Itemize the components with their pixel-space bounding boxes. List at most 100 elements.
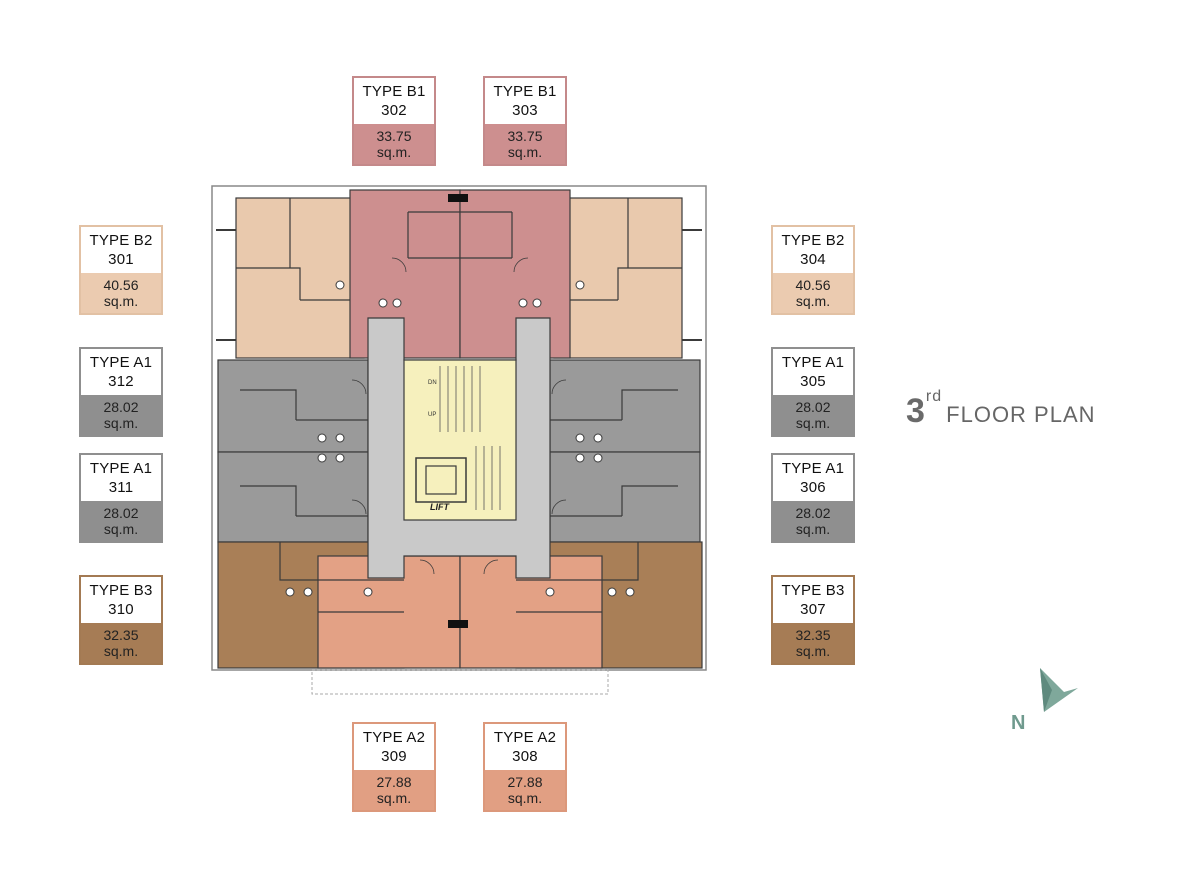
- unit-type: TYPE B3: [89, 582, 153, 599]
- unit-tag-header: TYPE B3 310: [81, 577, 161, 623]
- balcony-outline: [311, 669, 609, 695]
- unit-tag-header: TYPE B2 304: [773, 227, 853, 273]
- unit-303-area: [459, 189, 571, 359]
- unit-type: TYPE B1: [362, 83, 426, 100]
- unit-area: 32.35: [103, 627, 139, 643]
- door-swings: [351, 257, 567, 575]
- unit-area-unit: sq.m.: [795, 643, 831, 659]
- unit-area: 32.35: [795, 627, 831, 643]
- unit-tag-303[interactable]: TYPE B1 303 33.75 sq.m.: [483, 76, 567, 166]
- unit-tag-308[interactable]: TYPE A2 308 27.88 sq.m.: [483, 722, 567, 812]
- unit-tag-header: TYPE A1 311: [81, 455, 161, 501]
- unit-tag-305[interactable]: TYPE A1 305 28.02 sq.m.: [771, 347, 855, 437]
- unit-number: 305: [800, 373, 826, 390]
- unit-area-box: 27.88 sq.m.: [354, 770, 434, 810]
- unit-area-box: 27.88 sq.m.: [485, 770, 565, 810]
- columns: [448, 194, 468, 628]
- floor-plan-title: 3rdFLOOR PLAN: [906, 388, 1096, 431]
- unit-area-box: 32.35 sq.m.: [773, 623, 853, 663]
- unit-area-box: 28.02 sq.m.: [773, 395, 853, 435]
- unit-tag-309[interactable]: TYPE A2 309 27.88 sq.m.: [352, 722, 436, 812]
- unit-number: 307: [800, 601, 826, 618]
- unit-type: TYPE A1: [781, 460, 845, 477]
- unit-tag-306[interactable]: TYPE A1 306 28.02 sq.m.: [771, 453, 855, 543]
- stair-treads: [439, 366, 501, 510]
- unit-tag-312[interactable]: TYPE A1 312 28.02 sq.m.: [79, 347, 163, 437]
- unit-area-unit: sq.m.: [507, 144, 543, 160]
- unit-type: TYPE A2: [493, 729, 557, 746]
- unit-area-unit: sq.m.: [103, 293, 139, 309]
- lift-car: [425, 465, 457, 495]
- unit-number: 302: [381, 102, 407, 119]
- lift-shaft: [415, 457, 467, 503]
- unit-area: 28.02: [795, 399, 831, 415]
- unit-type: TYPE A1: [781, 354, 845, 371]
- unit-area: 27.88: [376, 774, 412, 790]
- unit-area: 28.02: [103, 505, 139, 521]
- unit-312-area: [217, 359, 369, 453]
- floor-number: 3: [906, 392, 926, 430]
- bathroom-fixtures: [285, 280, 635, 597]
- unit-area-unit: sq.m.: [507, 790, 543, 806]
- unit-number: 309: [381, 748, 407, 765]
- unit-type: TYPE B2: [781, 232, 845, 249]
- floor-plan-title-text: FLOOR PLAN: [946, 402, 1096, 427]
- unit-tag-311[interactable]: TYPE A1 311 28.02 sq.m.: [79, 453, 163, 543]
- unit-area-box: 28.02 sq.m.: [81, 395, 161, 435]
- unit-area-box: 33.75 sq.m.: [354, 124, 434, 164]
- stair-dn-label: DN: [428, 380, 437, 386]
- unit-area-unit: sq.m.: [795, 521, 831, 537]
- unit-type: TYPE A1: [89, 354, 153, 371]
- unit-area-box: 40.56 sq.m.: [81, 273, 161, 313]
- unit-type: TYPE A2: [362, 729, 426, 746]
- unit-type: TYPE B3: [781, 582, 845, 599]
- unit-number: 312: [108, 373, 134, 390]
- unit-area-box: 28.02 sq.m.: [81, 501, 161, 541]
- unit-tag-header: TYPE B1 303: [485, 78, 565, 124]
- unit-tag-307[interactable]: TYPE B3 307 32.35 sq.m.: [771, 575, 855, 665]
- unit-tag-301[interactable]: TYPE B2 301 40.56 sq.m.: [79, 225, 163, 315]
- unit-type: TYPE B1: [493, 83, 557, 100]
- unit-area-unit: sq.m.: [103, 415, 139, 431]
- unit-area-unit: sq.m.: [376, 790, 412, 806]
- unit-number: 310: [108, 601, 134, 618]
- unit-area-unit: sq.m.: [376, 144, 412, 160]
- unit-number: 304: [800, 251, 826, 268]
- unit-301-area: [235, 197, 365, 359]
- floor-number-suffix: rd: [925, 388, 943, 405]
- unit-area: 28.02: [795, 505, 831, 521]
- unit-tag-header: TYPE B2 301: [81, 227, 161, 273]
- unit-tag-header: TYPE B3 307: [773, 577, 853, 623]
- unit-area: 40.56: [795, 277, 831, 293]
- unit-type: TYPE A1: [89, 460, 153, 477]
- unit-tag-header: TYPE A1 306: [773, 455, 853, 501]
- unit-area-unit: sq.m.: [103, 521, 139, 537]
- unit-area: 33.75: [376, 128, 412, 144]
- interior-walls: [236, 198, 682, 613]
- unit-305-area: [549, 359, 701, 453]
- unit-area-unit: sq.m.: [103, 643, 139, 659]
- lift-label: LIFT: [430, 502, 450, 512]
- windows: [216, 229, 702, 341]
- unit-311-area: [217, 451, 369, 543]
- unit-number: 306: [800, 479, 826, 496]
- unit-area: 40.56: [103, 277, 139, 293]
- unit-306-area: [549, 451, 701, 543]
- unit-number: 308: [512, 748, 538, 765]
- unit-tag-304[interactable]: TYPE B2 304 40.56 sq.m.: [771, 225, 855, 315]
- north-compass-icon: [1040, 668, 1078, 712]
- unit-tag-header: TYPE A2 309: [354, 724, 434, 770]
- unit-area-box: 28.02 sq.m.: [773, 501, 853, 541]
- unit-tag-302[interactable]: TYPE B1 302 33.75 sq.m.: [352, 76, 436, 166]
- unit-number: 311: [108, 479, 134, 496]
- unit-tag-header: TYPE B1 302: [354, 78, 434, 124]
- stair-up-label: UP: [428, 412, 436, 418]
- unit-area-box: 32.35 sq.m.: [81, 623, 161, 663]
- unit-area-unit: sq.m.: [795, 293, 831, 309]
- unit-area: 33.75: [507, 128, 543, 144]
- unit-tag-header: TYPE A1 312: [81, 349, 161, 395]
- unit-number: 301: [108, 251, 134, 268]
- unit-tag-310[interactable]: TYPE B3 310 32.35 sq.m.: [79, 575, 163, 665]
- north-label: N: [1011, 712, 1026, 734]
- unit-type: TYPE B2: [89, 232, 153, 249]
